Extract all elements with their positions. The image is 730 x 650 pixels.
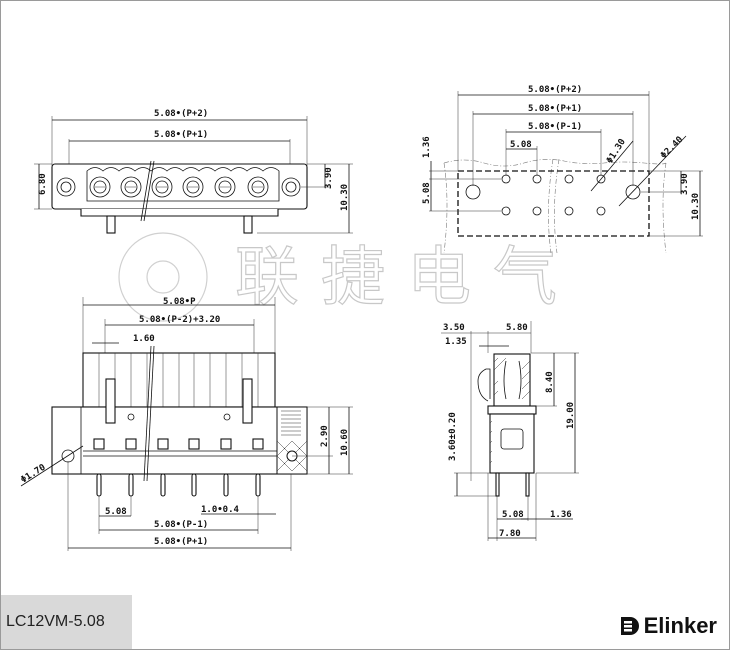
dim-pin-size: 1.0•0.4	[201, 505, 240, 515]
pin-hole-icon	[532, 174, 542, 184]
pin	[96, 473, 102, 497]
dim-hole-height: 3.90	[680, 173, 690, 195]
dim-latch-span: 5.08•(P-2)+3.20	[139, 315, 220, 325]
mount-hole-icon	[625, 184, 641, 200]
pin	[223, 473, 229, 497]
dim-row-pitch: 5.08	[422, 182, 432, 204]
pin-hole-icon	[596, 174, 606, 184]
dim-overall: 5.08•(P+2)	[154, 109, 208, 119]
dim-pitch-span: 5.08•(P+1)	[154, 130, 208, 140]
dim-mount-span: 5.08•(P+1)	[154, 537, 208, 547]
dim-edge: 1.36	[550, 510, 572, 520]
dim-mount-hole: Φ2.40	[659, 135, 685, 161]
dim-upper-height: 8.40	[545, 371, 555, 393]
part-number-box: LC12VM-5.08	[1, 595, 132, 649]
terminal-screw-icon	[120, 176, 142, 198]
brand-logo: Elinker	[619, 613, 717, 639]
pin	[191, 473, 197, 497]
dim-pitch: 5.08	[510, 140, 532, 150]
dim-depth: 7.80	[499, 529, 521, 539]
pin	[255, 473, 261, 497]
terminal-screw-icon	[247, 176, 269, 198]
terminal-screw-icon	[214, 176, 236, 198]
part-number: LC12VM-5.08	[6, 613, 105, 630]
hatched-section	[276, 406, 308, 475]
dim-top-left: 3.50	[443, 323, 465, 333]
pin-hole-icon	[532, 206, 542, 216]
dim-hole-height: 3.90	[324, 167, 334, 189]
pin-window	[252, 438, 264, 450]
dim-latch-width: 1.60	[133, 334, 155, 344]
pin-window	[125, 438, 137, 450]
terminal-screw-icon	[151, 176, 173, 198]
dim-total-height: 19.00	[566, 402, 576, 429]
dim-top-right: 5.80	[506, 323, 528, 333]
dim-offset: 1.36	[422, 136, 432, 158]
dim-body-width: 5.08•P	[163, 297, 196, 307]
watermark-text: 联捷电气	[235, 241, 579, 315]
pin-hole-icon	[501, 206, 511, 216]
watermark-logo-icon	[118, 232, 208, 322]
pin-window	[220, 438, 232, 450]
dim-overall: 5.08•(P+2)	[528, 85, 582, 95]
pin-window	[157, 438, 169, 450]
mount-hole-icon	[56, 177, 76, 197]
front-bottom-view: 5.08•P 5.08•(P-2)+3.20 1.60 Φ1.70 2.90 1…	[19, 297, 353, 551]
pcb-layout-view: 5.08•(P+2) 5.08•(P+1) 5.08•(P-1) 5.08 1.…	[422, 85, 703, 254]
terminal-screw-icon	[182, 176, 204, 198]
pin-window	[93, 438, 105, 450]
dim-pitch: 5.08	[502, 510, 524, 520]
dim-hole: Φ1.70	[19, 463, 47, 486]
watermark: 联捷电气	[118, 232, 579, 322]
pin	[128, 473, 134, 497]
dim-total-height: 10.30	[691, 193, 701, 220]
dim-latch-offset: 1.35	[445, 337, 467, 347]
dim-height: 6.80	[38, 173, 48, 195]
dim-body-height: 10.60	[340, 429, 350, 456]
brand-name: Elinker	[643, 613, 717, 638]
dim-pitch: 5.08	[105, 507, 127, 517]
dim-pin-span: 5.08•(P-1)	[528, 122, 582, 132]
pin-hole-icon	[564, 174, 574, 184]
pin-hole-icon	[596, 206, 606, 216]
dim-pin-height: 2.90	[320, 425, 330, 447]
pin-hole-icon	[564, 206, 574, 216]
mount-hole-icon	[465, 184, 481, 200]
pin	[160, 473, 166, 497]
pin-hole-icon	[501, 174, 511, 184]
elinker-logo-icon	[620, 617, 639, 635]
dim-pin-length: 3.60±0.20	[448, 412, 458, 461]
side-view: 3.50 5.80 1.35 8.40 19.00 3.60±0.20 5.08…	[441, 321, 579, 541]
dim-total-height: 10.30	[340, 184, 350, 211]
terminal-screw-icon	[89, 176, 111, 198]
dim-pin-span: 5.08•(P-1)	[154, 520, 208, 530]
dim-mount-span: 5.08•(P+1)	[528, 104, 582, 114]
mount-hole-icon	[281, 177, 301, 197]
front-top-view: 5.08•(P+2) 5.08•(P+1) 6.80 3.90 10.30	[34, 109, 353, 234]
pin-window	[188, 438, 200, 450]
